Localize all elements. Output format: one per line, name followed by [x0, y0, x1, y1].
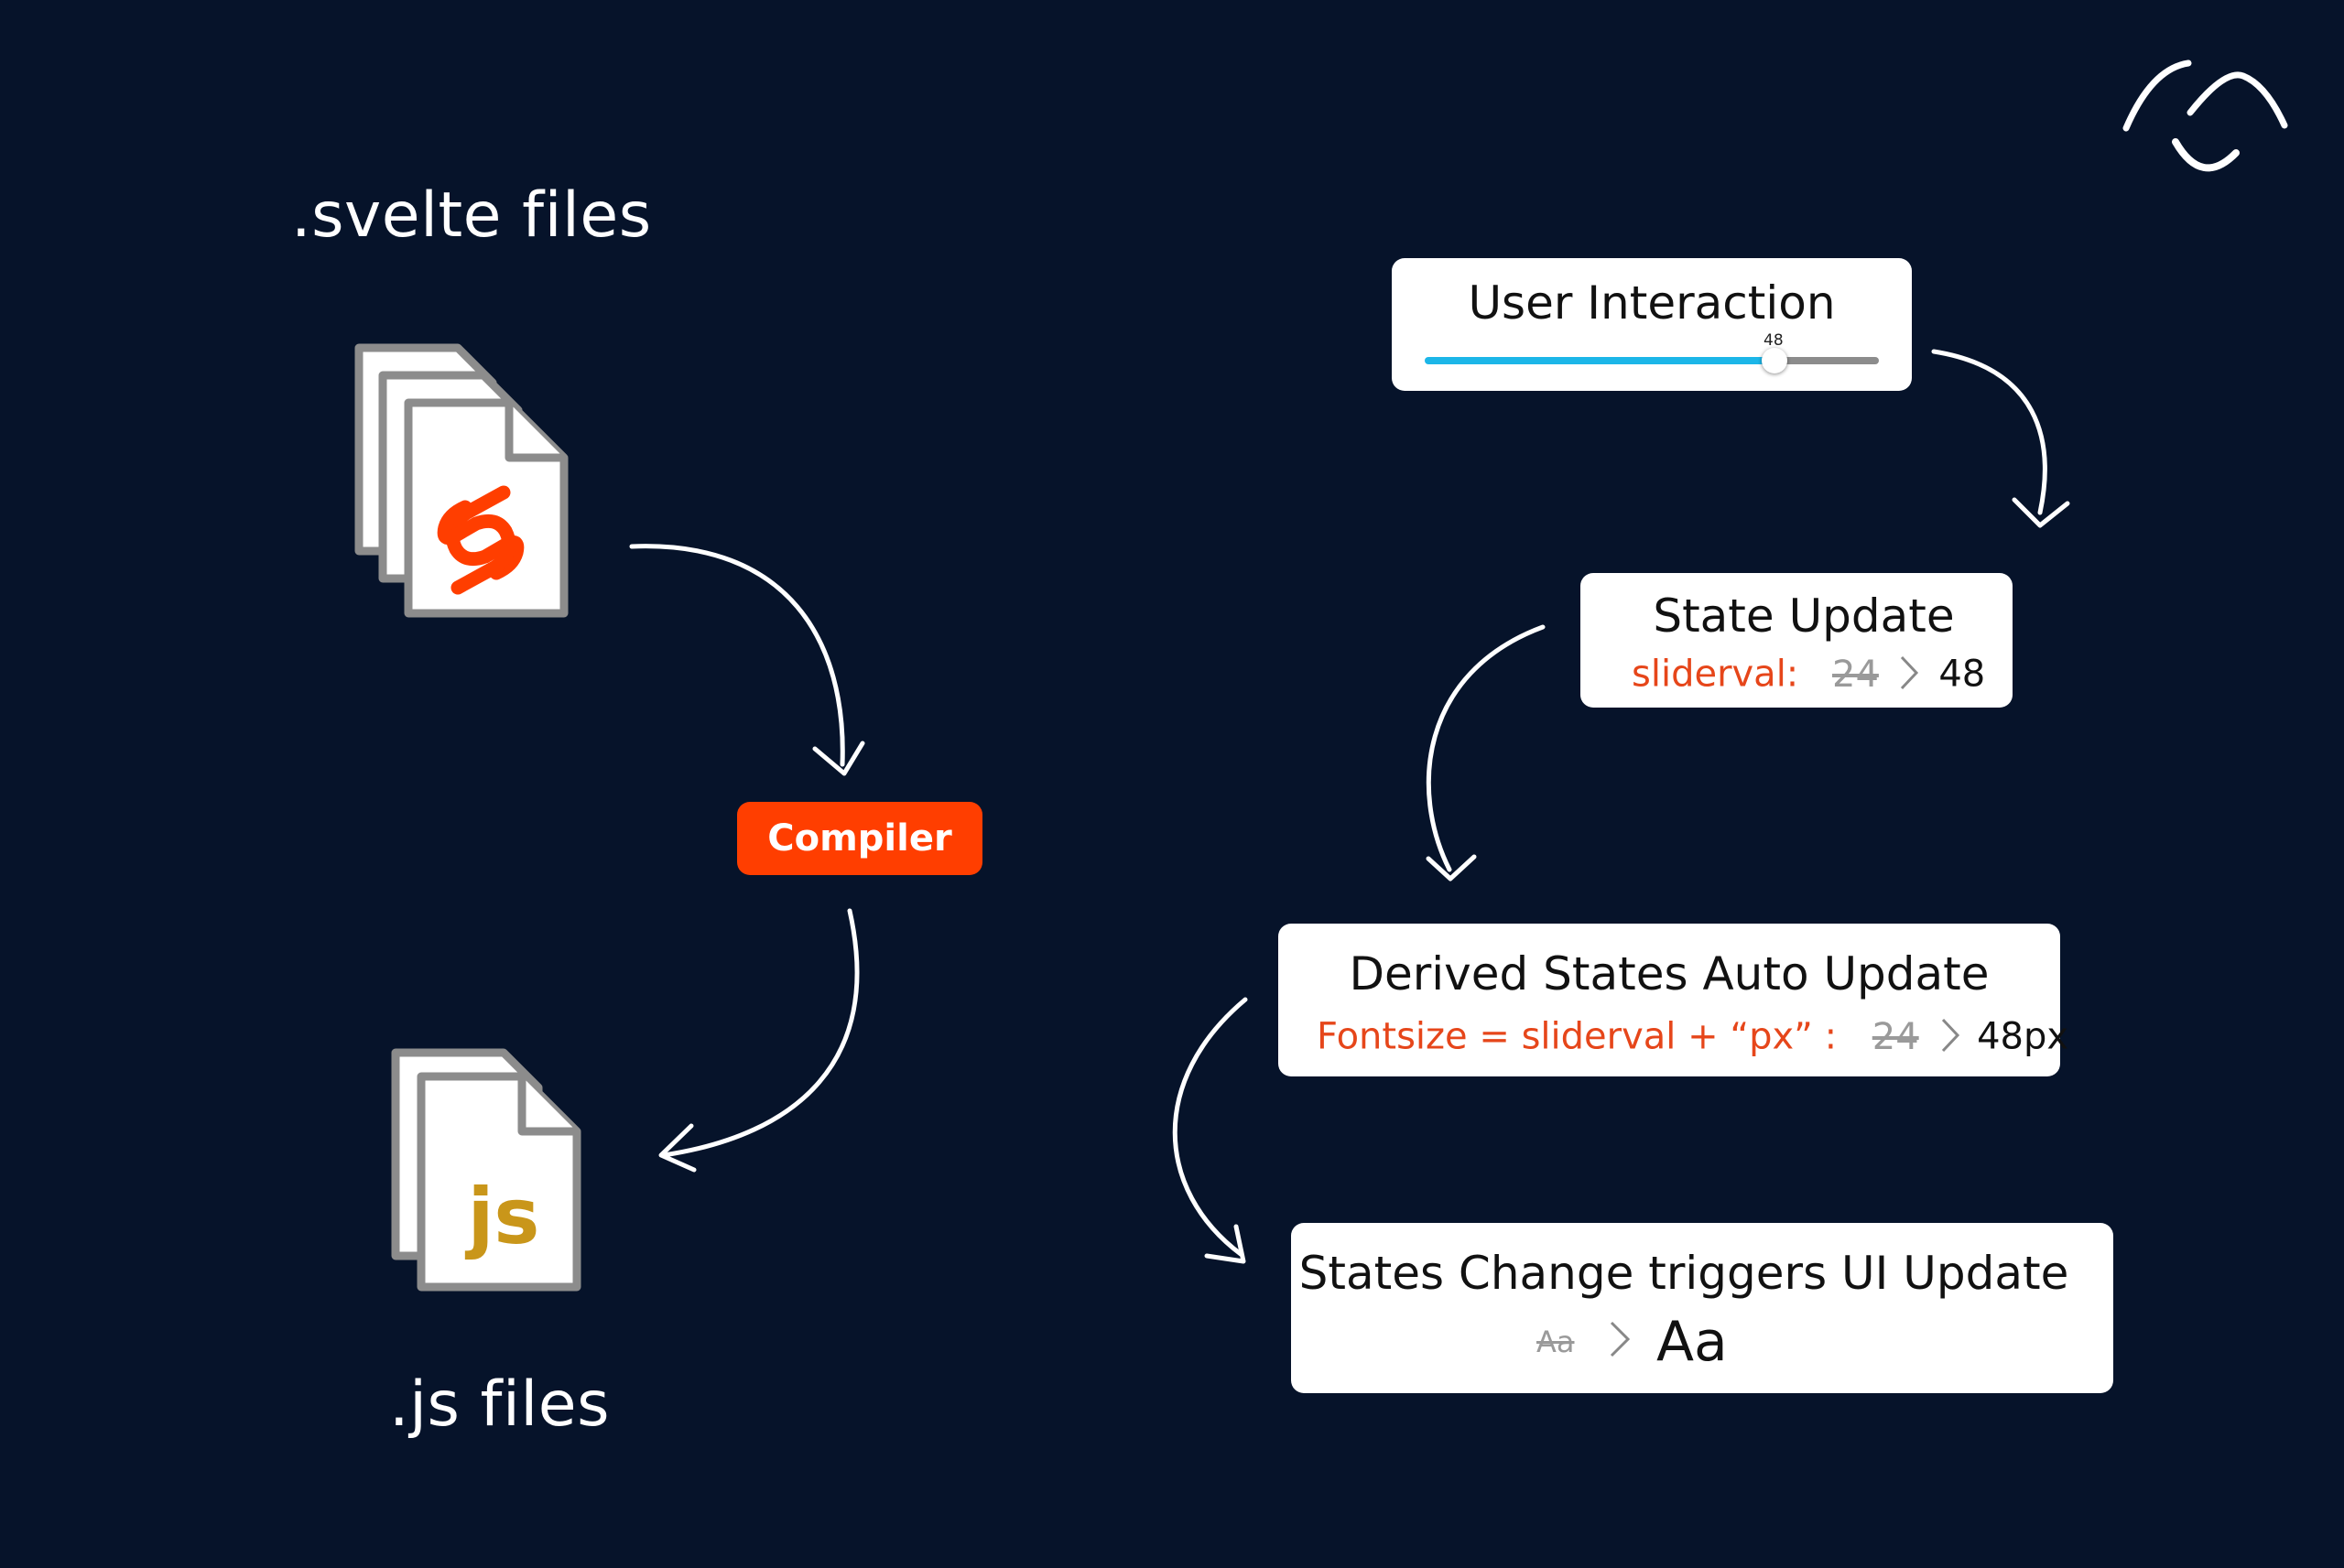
js-files-label: .js files [389, 1368, 611, 1441]
derived-states-title: Derived States Auto Update [1349, 947, 1990, 1000]
derived-expression: Fontsize = sliderval + “px” : [1317, 1015, 1838, 1058]
state-new-value: 48 [1938, 653, 1986, 696]
state-update-card: State Update sliderval: 24 48 [1580, 573, 2013, 708]
brand-logo-icon [2122, 59, 2288, 172]
js-text: js [465, 1172, 540, 1261]
arrow-compiler-to-js [661, 908, 860, 1158]
ui-update-card: States Change triggers UI Update Aa Aa [1291, 1223, 2113, 1393]
state-old-value: 24 [1832, 653, 1879, 696]
slider-value-label: 48 [1763, 331, 1784, 350]
arrow-interaction-to-state [1931, 349, 2047, 515]
state-var-label: sliderval: [1632, 653, 1799, 696]
compiler-badge: Compiler [737, 802, 982, 875]
arrow-state-to-derived [1426, 624, 1546, 872]
state-update-title: State Update [1653, 589, 1955, 643]
svelte-file-stack-icon [354, 343, 569, 618]
slider-thumb[interactable] [1762, 348, 1787, 373]
js-file-stack-icon: js [391, 1048, 581, 1292]
derived-chevron-icon [1939, 1016, 1961, 1061]
derived-new-value: 48px [1977, 1015, 2069, 1058]
ui-update-title: States Change triggers UI Update [1298, 1247, 2069, 1300]
arrow-derived-to-ui [1172, 997, 1248, 1257]
ui-new-sample: Aa [1655, 1310, 1728, 1374]
svelte-files-label: .svelte files [291, 179, 652, 252]
slider-track-empty [1776, 357, 1879, 364]
svelte-logo-icon [437, 485, 525, 595]
derived-old-value: 24 [1872, 1015, 1919, 1058]
derived-states-card: Derived States Auto Update Fontsize = sl… [1278, 924, 2068, 1076]
slider-track-filled [1425, 357, 1776, 364]
user-interaction-card: User Interaction 48 [1392, 258, 1912, 391]
ui-chevron-icon [1608, 1319, 1632, 1366]
state-chevron-icon [1898, 654, 1920, 698]
arrow-svelte-to-compiler [629, 544, 845, 767]
ui-old-sample: Aa [1536, 1325, 1575, 1359]
user-interaction-title: User Interaction [1468, 276, 1836, 330]
